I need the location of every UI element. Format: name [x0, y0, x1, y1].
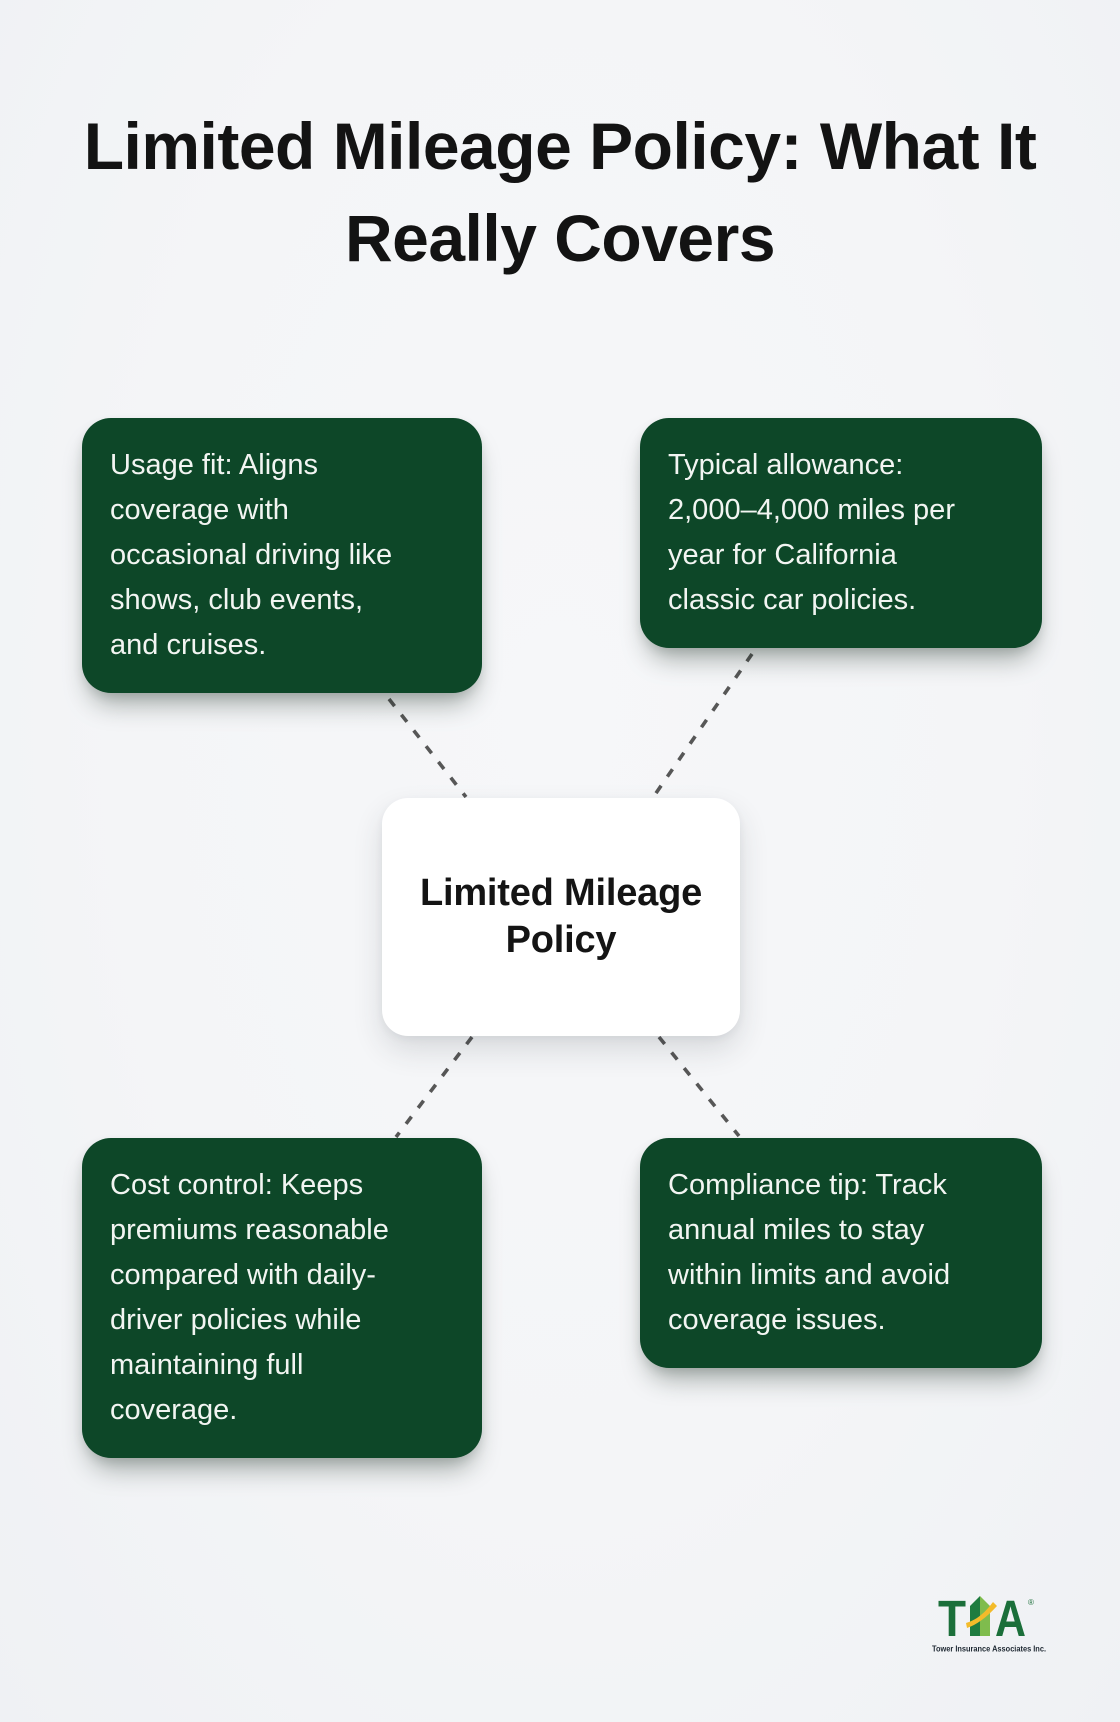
- branch-card-usage-fit: Usage fit: Aligns coverage with occasion…: [82, 418, 482, 693]
- logo-letter-t: T: [938, 1594, 966, 1647]
- logo-registered-mark: ®: [1028, 1598, 1034, 1607]
- connector-bottom-left: [394, 1035, 474, 1139]
- logo-letter-a: A: [995, 1594, 1026, 1647]
- connector-top-right: [652, 652, 754, 798]
- center-node: Limited Mileage Policy: [382, 798, 740, 1036]
- branch-card-usage-fit-text: Usage fit: Aligns coverage with occasion…: [110, 449, 393, 661]
- center-node-label: Limited Mileage Policy: [419, 872, 703, 961]
- logo-tower-left-face: [970, 1596, 980, 1636]
- connector-bottom-right: [657, 1035, 741, 1138]
- branch-card-cost-control: Cost control: Keeps premiums reasonable …: [82, 1138, 482, 1458]
- brand-logo: T A ® Tower Insurance Associates Inc.: [932, 1594, 1052, 1660]
- branch-card-compliance-tip-text: Compliance tip: Track annual miles to st…: [668, 1169, 951, 1336]
- connector-top-left: [387, 697, 468, 799]
- tia-logo-icon: T A ® Tower Insurance Associates Inc.: [932, 1594, 1046, 1654]
- branch-card-cost-control-text: Cost control: Keeps premiums reasonable …: [110, 1169, 389, 1426]
- branch-card-compliance-tip: Compliance tip: Track annual miles to st…: [640, 1138, 1042, 1368]
- branch-card-typical-allowance: Typical allowance: 2,000–4,000 miles per…: [640, 418, 1042, 648]
- page-title: Limited Mileage Policy: What It Really C…: [83, 109, 1037, 275]
- logo-tagline: Tower Insurance Associates Inc.: [932, 1645, 1046, 1654]
- branch-card-typical-allowance-text: Typical allowance: 2,000–4,000 miles per…: [668, 449, 955, 616]
- logo-swoosh: [966, 1602, 997, 1628]
